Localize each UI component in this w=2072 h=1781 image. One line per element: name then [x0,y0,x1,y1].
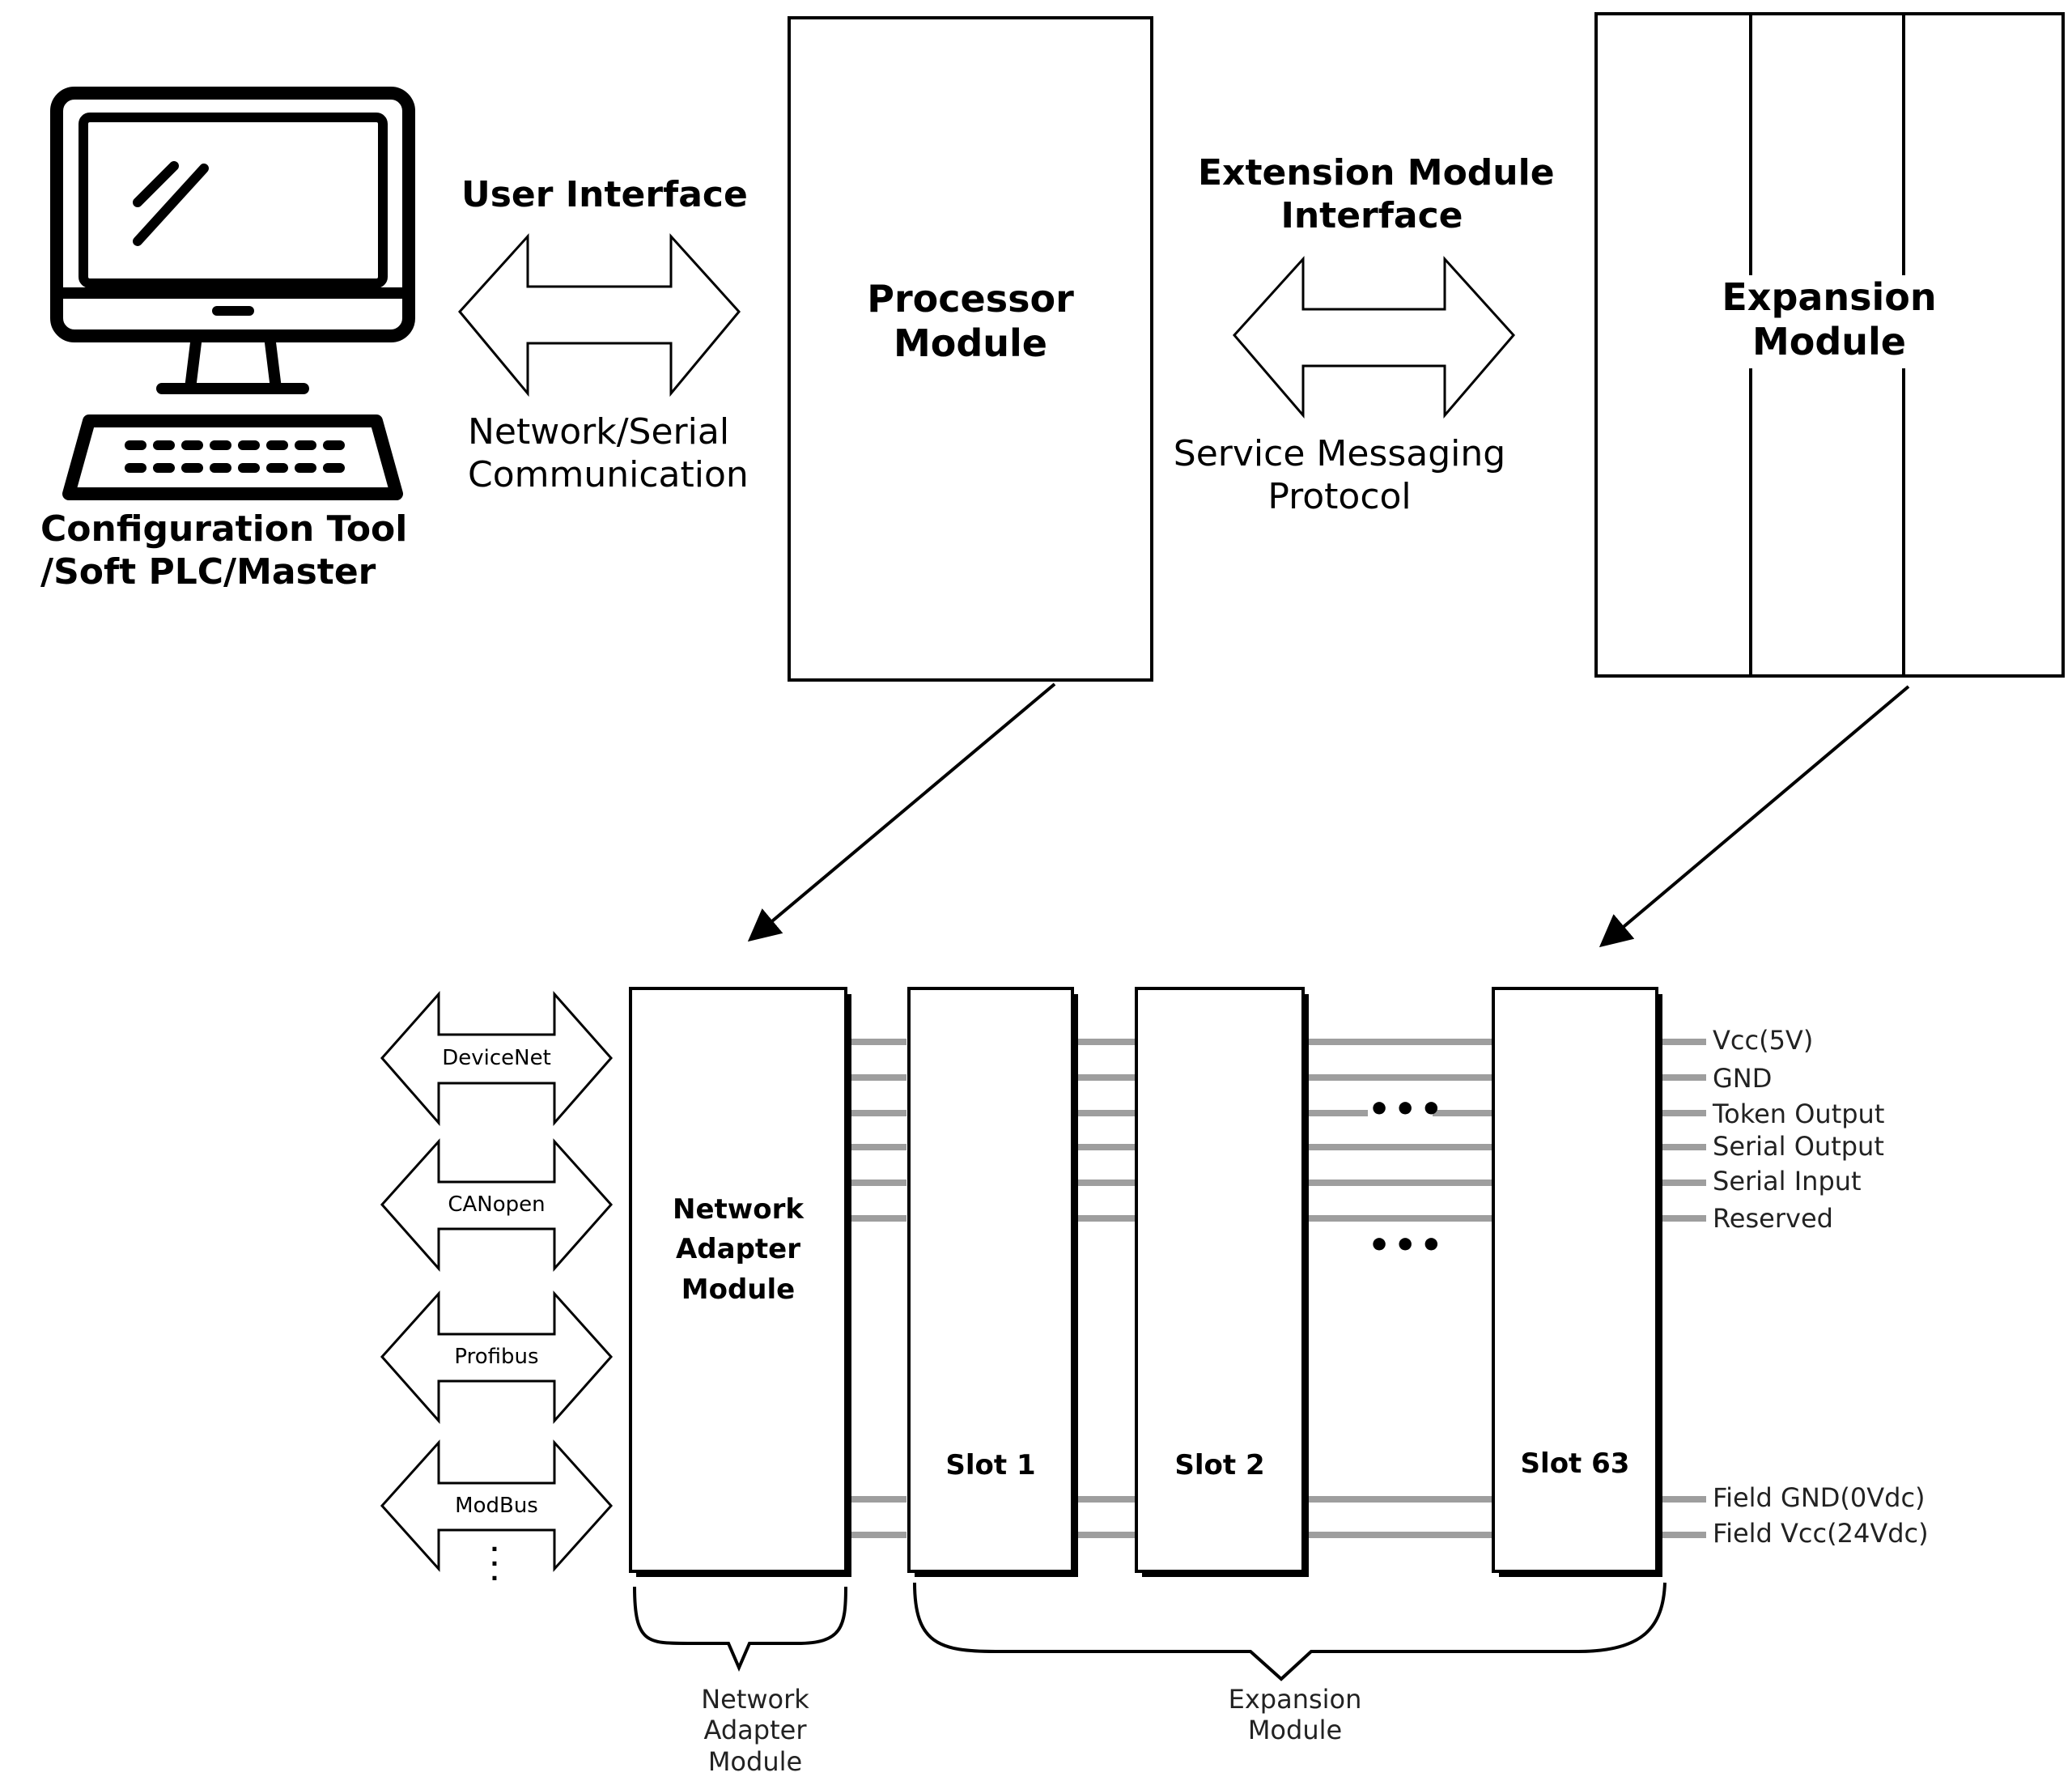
network-adapter-line2: Adapter [675,1233,800,1266]
network-adapter-line1: Network [673,1193,804,1226]
extension-interface-title: Extension Module Interface [1198,152,1555,238]
double-arrow-icon [458,233,741,397]
network-adapter-line3: Module [681,1273,796,1306]
desktop-computer-icon [50,87,415,500]
brace-right-line1: Expansion [1228,1684,1362,1715]
brace-network-adapter [633,1586,847,1673]
brace-left-line3: Module [707,1745,803,1777]
arrow-icon [747,682,1056,942]
brace-label-network-adapter: Network Adapter Module [658,1684,852,1777]
processor-line1: Processor [867,277,1074,321]
user-interface-sub-line2: Communication [468,453,749,495]
more-protocols-vertical-ellipsis: ··· [490,1536,499,1592]
expansion-line1: Expansion [1722,275,1937,319]
brace-left-line2: Adapter [703,1715,807,1746]
slot-ellipsis-lower: ••• [1368,1225,1446,1266]
slot-63-label: Slot 63 [1520,1447,1630,1480]
computer-label-line2: /Soft PLC/Master [40,550,376,593]
slot-ellipsis-upper: ••• [1368,1089,1446,1130]
ext-title-line1: Extension Module [1198,152,1555,193]
protocol-modbus: ModBus [455,1494,538,1518]
ext-sub-line2: Protocol [1267,475,1412,517]
signal-gnd: GND [1713,1063,1773,1094]
brace-left-line1: Network [701,1684,809,1715]
processor-line2: Module [893,321,1048,366]
signal-token-output: Token Output [1713,1099,1885,1129]
brace-right-line2: Module [1247,1715,1343,1746]
ext-title-line2: Interface [1280,194,1463,236]
network-adapter-module-label: Network Adapter Module [631,1190,846,1310]
brace-expansion [913,1582,1667,1681]
ext-sub-line1: Service Messaging [1173,433,1506,474]
double-arrow-icon [1233,256,1515,419]
computer-label-line1: Configuration Tool [40,508,408,550]
brace-label-expansion: Expansion Module [1198,1684,1392,1746]
slot-2-label: Slot 2 [1174,1449,1265,1481]
bus-lines [850,1039,1706,1538]
signal-reserved: Reserved [1713,1203,1833,1234]
signal-vcc-5v: Vcc(5V) [1713,1025,1814,1056]
signal-field-gnd: Field GND(0Vdc) [1713,1482,1926,1513]
user-interface-subtitle: Network/Serial Communication [468,411,759,497]
processor-module-label: Processor Module [789,277,1152,366]
protocol-devicenet: DeviceNet [442,1046,551,1070]
processor-module-box [788,16,1153,682]
signal-serial-input: Serial Input [1713,1166,1862,1197]
extension-interface-subtitle: Service Messaging Protocol [1166,433,1514,519]
protocol-profibus: Profibus [454,1345,539,1369]
module-boxes [629,987,1662,1577]
signal-serial-output: Serial Output [1713,1131,1884,1162]
signal-field-vcc: Field Vcc(24Vdc) [1713,1518,1929,1549]
computer-label: Configuration Tool /Soft PLC/Master [40,508,429,594]
protocol-canopen: CANopen [448,1192,546,1217]
protocol-arrows [380,991,614,1572]
arrow-icon [1599,685,1910,948]
user-interface-title: User Interface [461,174,748,215]
slot-1-label: Slot 1 [945,1449,1036,1481]
expansion-line2: Module [1751,320,1907,364]
expansion-module-label: Expansion Module [1675,275,1983,365]
user-interface-sub-line1: Network/Serial [468,411,730,453]
